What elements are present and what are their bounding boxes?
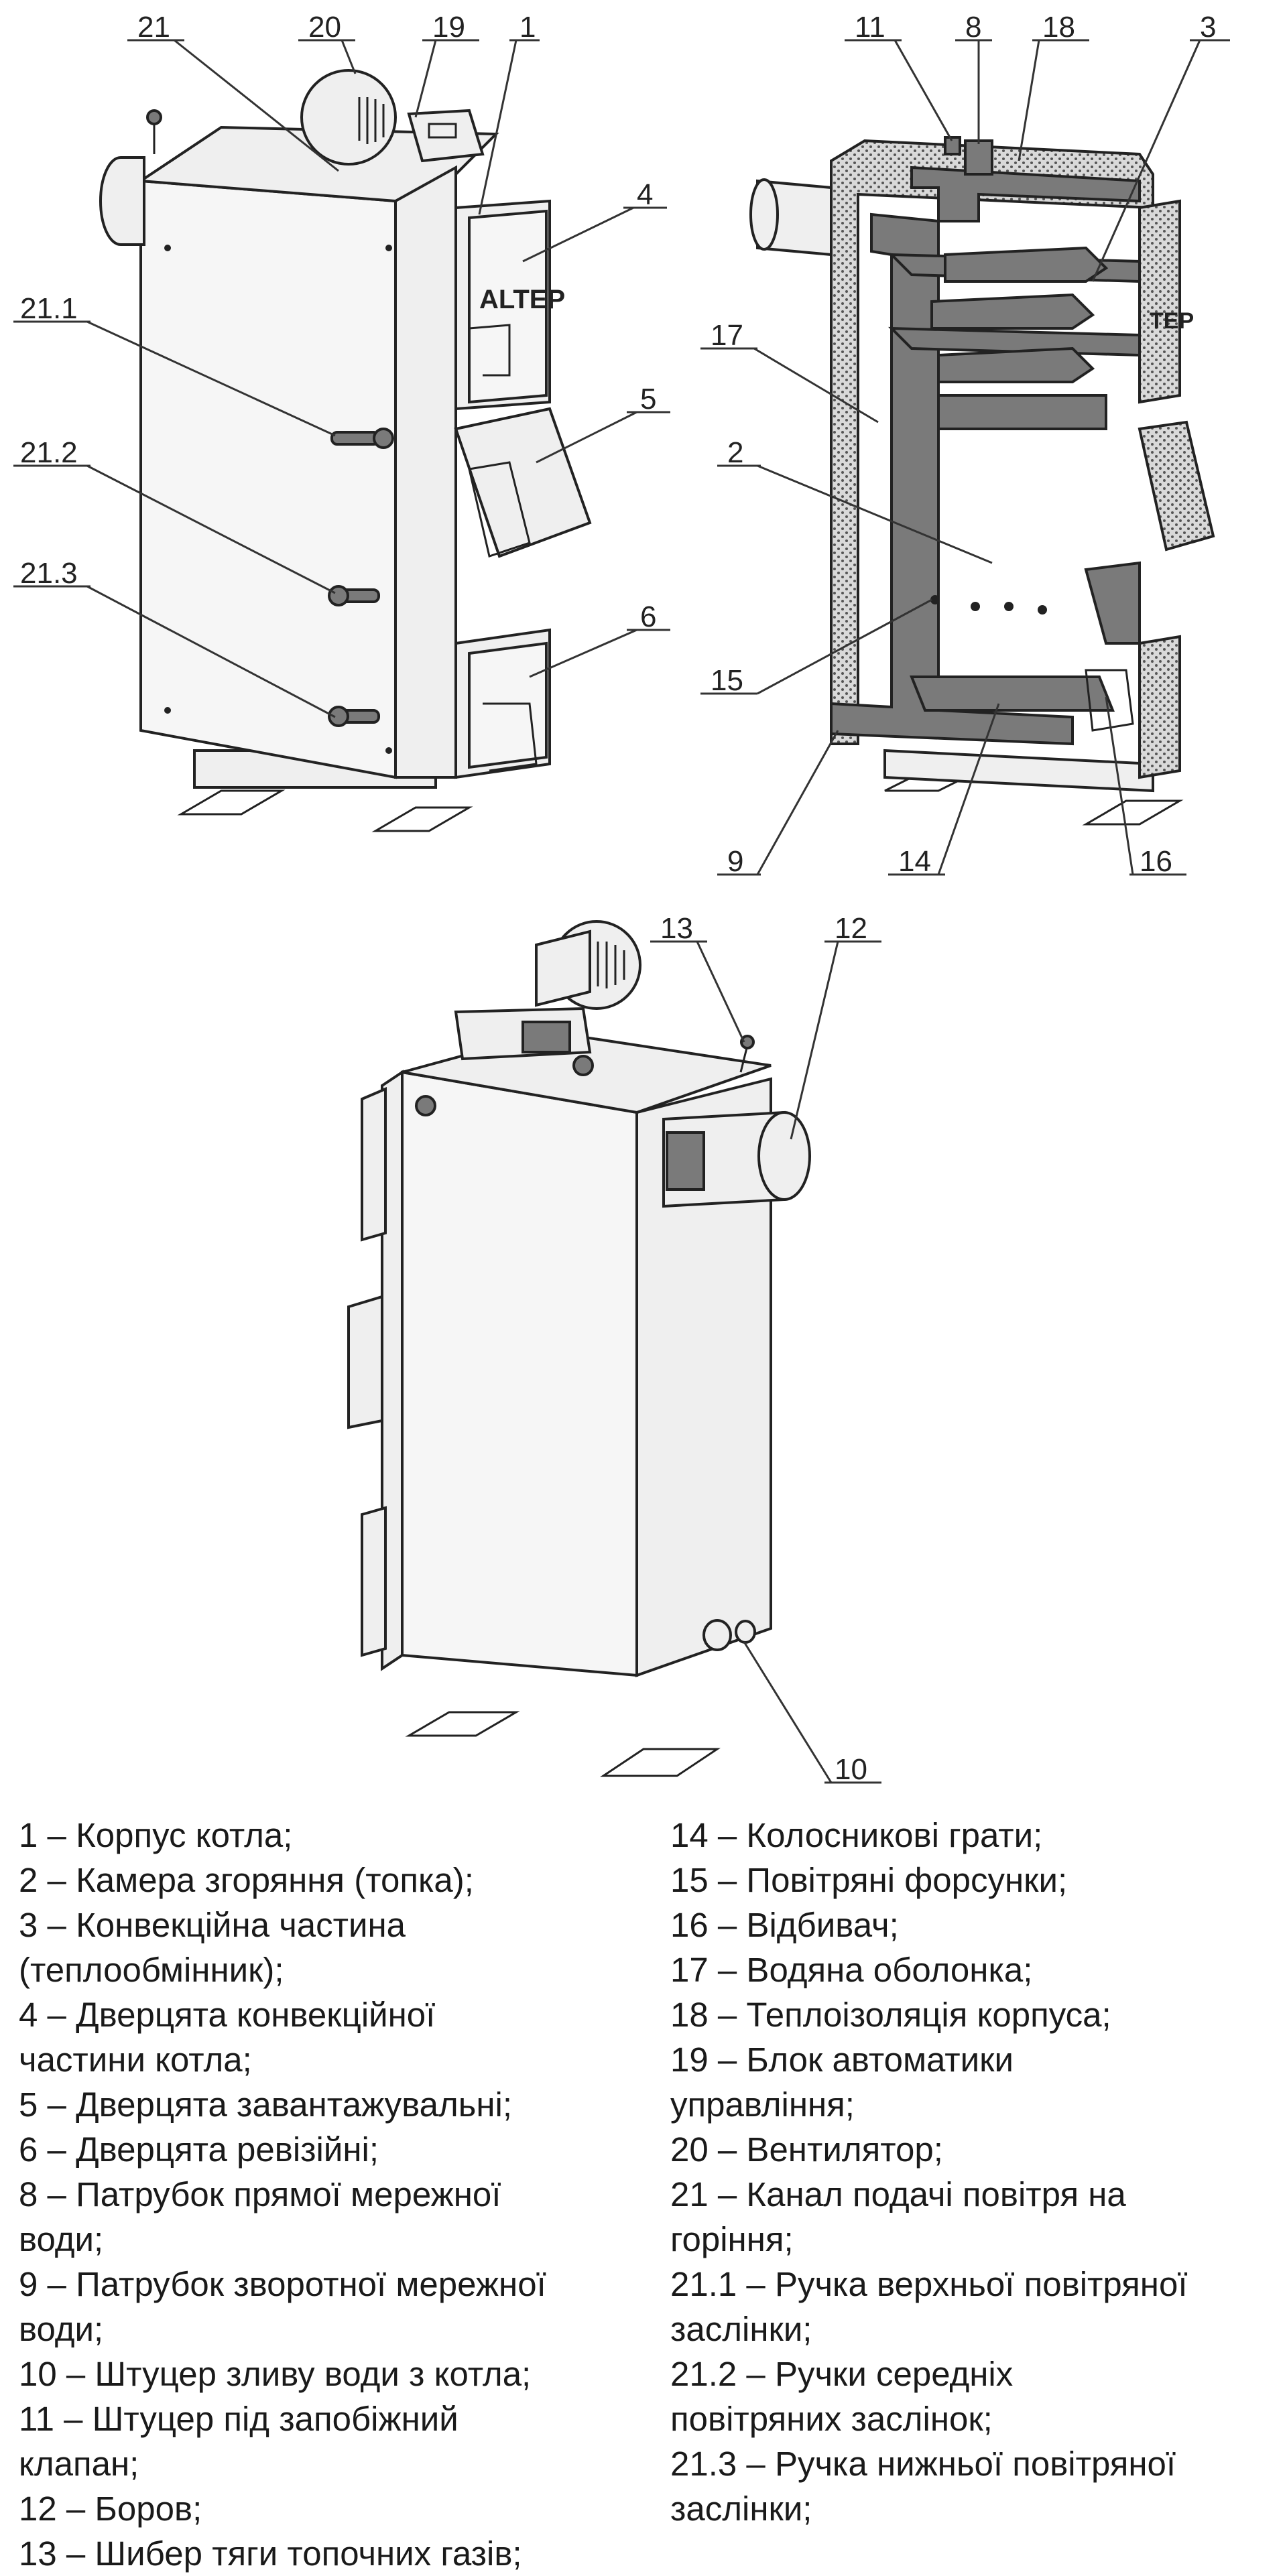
legend-line: (теплообмінник); <box>19 1951 284 1989</box>
legend-line: 10 – Штуцер зливу води з котла; <box>19 2355 532 2393</box>
callout-21-3: 21.3 <box>20 557 78 590</box>
brand-label-section: TEP <box>1150 308 1194 334</box>
legend-line: 8 – Патрубок прямої мережної <box>19 2175 501 2213</box>
legend-line: 18 – Теплоізоляція корпуса; <box>670 1996 1111 2034</box>
callout-6: 6 <box>640 600 656 633</box>
legend-line: заслінки; <box>670 2490 812 2528</box>
boiler-rear-view <box>347 920 811 1777</box>
callout-20: 20 <box>308 11 341 44</box>
legend-line: 11 – Штуцер під запобіжний <box>19 2400 458 2438</box>
legend-line: 16 – Відбивач; <box>670 1906 899 1944</box>
legend-line: 5 – Дверцята завантажувальні; <box>19 2085 513 2124</box>
callout-9: 9 <box>727 845 743 878</box>
callout-14: 14 <box>898 845 931 878</box>
legend-line: води; <box>19 2310 104 2348</box>
legend-line: 15 – Повітряні форсунки; <box>670 1861 1068 1899</box>
callout-12: 12 <box>835 912 867 945</box>
legend-line: 13 – Шибер тяги топочних газів; <box>19 2534 522 2573</box>
callout-13: 13 <box>660 912 693 945</box>
legend-line: 19 – Блок автоматики <box>670 2041 1014 2079</box>
callout-10: 10 <box>835 1753 867 1786</box>
legend-line: клапан; <box>19 2445 139 2483</box>
callout-16: 16 <box>1140 845 1172 878</box>
legend-line: управління; <box>670 2085 855 2124</box>
legend-line: 9 – Патрубок зворотної мережної <box>19 2265 546 2303</box>
legend-line: води; <box>19 2220 104 2258</box>
callout-15: 15 <box>711 664 743 697</box>
callout-3: 3 <box>1200 11 1216 44</box>
boiler-technical-drawing: ALTEP <box>13 11 1230 1786</box>
legend-line: горіння; <box>670 2220 794 2258</box>
legend-line: 12 – Боров; <box>19 2490 202 2528</box>
legend-line: 17 – Водяна оболонка; <box>670 1951 1033 1989</box>
legend-left-column: 1 – Корпус котла; 2 – Камера згоряння (т… <box>19 1813 546 2576</box>
legend-line: 21.1 – Ручка верхньої повітряної <box>670 2265 1188 2303</box>
legend-line: 21.2 – Ручки середніх <box>670 2355 1014 2393</box>
callout-21-2: 21.2 <box>20 436 78 469</box>
callouts: 21 20 19 1 4 5 6 21.1 21.2 21 <box>13 11 1230 1786</box>
callout-21: 21 <box>137 11 170 44</box>
legend-line: частини котла; <box>19 2041 252 2079</box>
legend-line: 21.3 – Ручка нижньої повітряної <box>670 2445 1176 2483</box>
legend-line: 20 – Вентилятор; <box>670 2130 943 2169</box>
callout-8: 8 <box>965 11 981 44</box>
legend-line: 6 – Дверцята ревізійні; <box>19 2130 379 2169</box>
legend-line: 1 – Корпус котла; <box>19 1816 293 1854</box>
legend-line: 2 – Камера згоряння (топка); <box>19 1861 474 1899</box>
callout-5: 5 <box>640 383 656 415</box>
callout-2: 2 <box>727 436 743 469</box>
brand-label: ALTEP <box>479 285 565 314</box>
callout-19: 19 <box>432 11 465 44</box>
legend-line: 21 – Канал подачі повітря на <box>670 2175 1126 2213</box>
legend-line: 14 – Колосникові грати; <box>670 1816 1043 1854</box>
legend-line: повітряних заслінок; <box>670 2400 993 2438</box>
boiler-section-view: TEP <box>749 136 1215 826</box>
callout-1: 1 <box>519 11 536 44</box>
callout-11: 11 <box>855 11 885 44</box>
callout-18: 18 <box>1042 11 1075 44</box>
legend-line: 4 – Дверцята конвекційної <box>19 1996 436 2034</box>
callout-17: 17 <box>711 319 743 352</box>
legend-right-column: 14 – Колосникові грати; 15 – Повітряні ф… <box>670 1813 1188 2531</box>
legend-line: 3 – Конвекційна частина <box>19 1906 406 1944</box>
boiler-front-view: ALTEP <box>99 69 592 832</box>
legend-line: заслінки; <box>670 2310 812 2348</box>
callout-4: 4 <box>637 178 653 211</box>
callout-21-1: 21.1 <box>20 292 78 325</box>
